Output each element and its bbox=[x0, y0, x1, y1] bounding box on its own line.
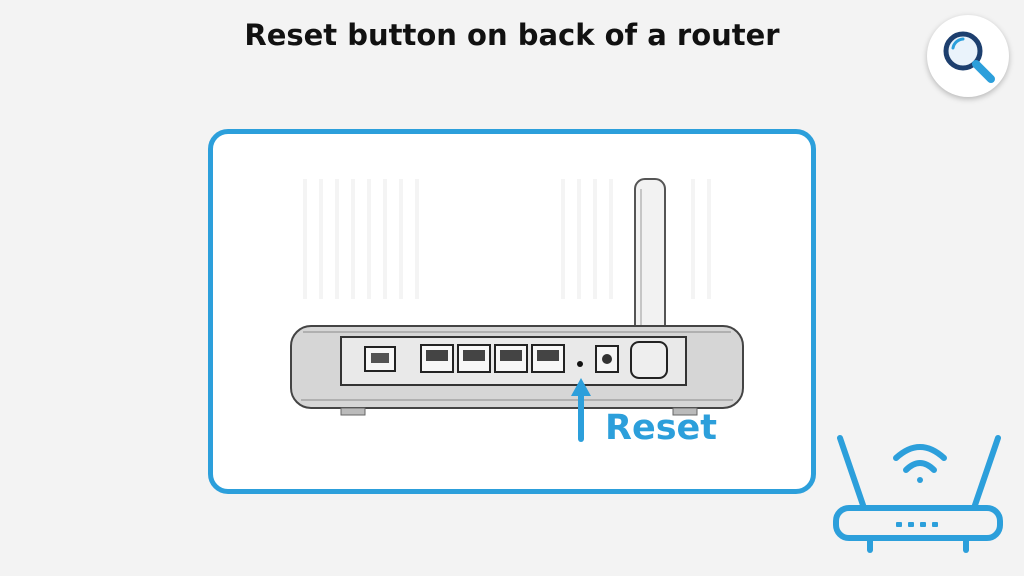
router-image-card: Reset bbox=[208, 129, 816, 494]
reset-label: Reset bbox=[605, 408, 717, 448]
page-title: Reset button on back of a router bbox=[244, 18, 780, 52]
wifi-router-icon bbox=[833, 435, 1003, 553]
router-back-illustration bbox=[290, 178, 744, 442]
magnifier-logo-icon bbox=[927, 15, 1009, 97]
arrow-up-icon bbox=[571, 378, 591, 442]
